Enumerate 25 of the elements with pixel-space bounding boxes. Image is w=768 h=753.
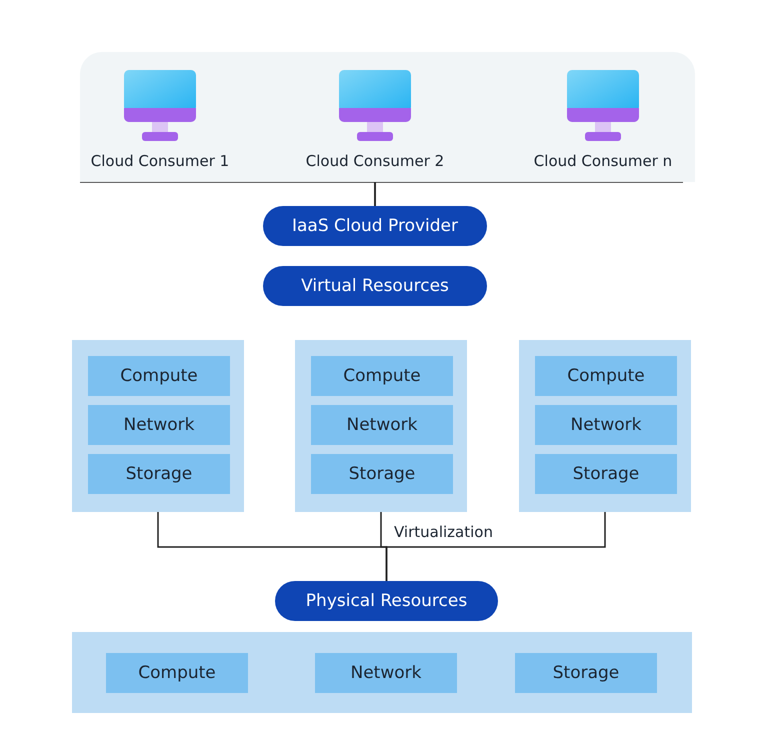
resource-group: [295, 340, 467, 512]
resource-group: [72, 632, 692, 713]
resource-box: Compute: [311, 356, 453, 396]
resource-box: Network: [88, 405, 230, 445]
resource-box: Storage: [311, 454, 453, 494]
consumer-label: Cloud Consumer n: [534, 152, 672, 170]
layer-pill: Physical Resources: [275, 581, 498, 621]
consumer-label: Cloud Consumer 1: [90, 152, 230, 170]
resource-box: Network: [311, 405, 453, 445]
consumer-panel: [80, 52, 695, 182]
resource-box: Network: [315, 653, 457, 693]
resource-box: Compute: [88, 356, 230, 396]
layer-pill: IaaS Cloud Provider: [263, 206, 487, 246]
consumer-label: Cloud Consumer 2: [306, 152, 444, 170]
resource-box: Storage: [535, 454, 677, 494]
resource-group: [72, 340, 244, 512]
connector-line: [386, 512, 606, 581]
layer-pill: Virtual Resources: [263, 266, 487, 306]
connector-line: [374, 181, 683, 206]
resource-box: Storage: [88, 454, 230, 494]
resource-group: [519, 340, 691, 512]
resource-box: Network: [535, 405, 677, 445]
resource-box: Storage: [515, 653, 657, 693]
resource-box: Compute: [106, 653, 248, 693]
resource-box: Compute: [535, 356, 677, 396]
